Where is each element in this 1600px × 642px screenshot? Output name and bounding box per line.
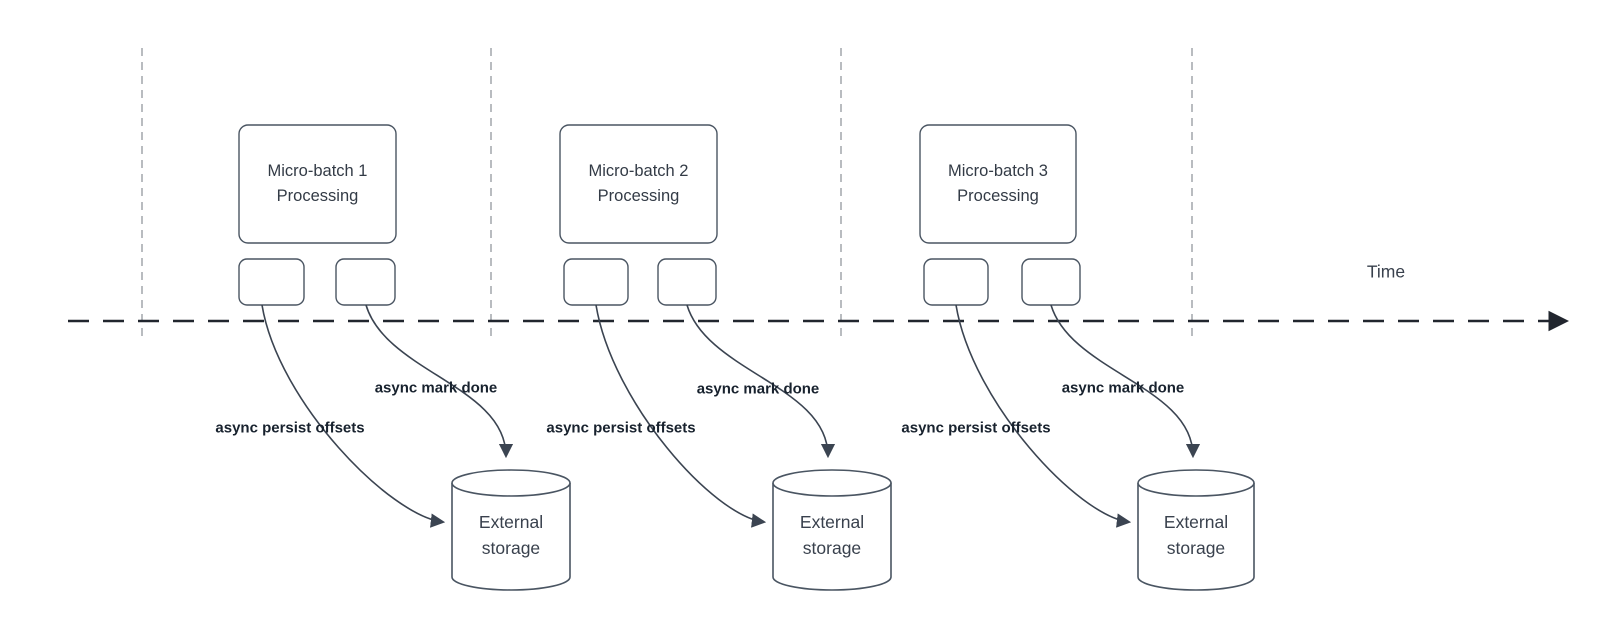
- micro-batch-2-box: [559, 124, 718, 244]
- async-mark-done-label-2: async mark done: [696, 380, 820, 398]
- micro-batch-1-box: [238, 124, 397, 244]
- async-persist-offsets-label-1: async persist offsets: [215, 419, 365, 437]
- async-persist-offsets-label-2: async persist offsets: [546, 419, 696, 437]
- persist-offsets-arrow-2: [595, 304, 767, 528]
- persist-offsets-arrow-3: [955, 304, 1132, 528]
- mark-done-arrow-3: [1050, 304, 1201, 459]
- persist-offsets-arrow-1: [261, 304, 446, 528]
- external-storage-cylinder-2-top: [772, 469, 892, 497]
- persist-offsets-task-box-3: [923, 258, 989, 306]
- external-storage-label-1: External storage: [478, 512, 544, 558]
- external-storage-cylinder-3-body: [1137, 483, 1255, 591]
- external-storage-label-3: External storage: [1163, 512, 1229, 558]
- micro-batch-3-box: [919, 124, 1077, 244]
- external-storage-cylinder-1-body: [451, 483, 571, 591]
- mark-done-task-box-2: [657, 258, 717, 306]
- external-storage-cylinder-2-body: [772, 483, 892, 591]
- mark-done-arrow-2: [686, 304, 836, 459]
- persist-offsets-task-box-1: [238, 258, 305, 306]
- micro-batch-3-label: Micro-batch 3 Processing: [948, 162, 1048, 205]
- time-label: Time: [1366, 261, 1406, 282]
- mark-done-arrow-1: [365, 304, 514, 459]
- micro-batch-1-label: Micro-batch 1 Processing: [267, 162, 368, 205]
- mark-done-task-box-1: [335, 258, 396, 306]
- async-persist-offsets-label-3: async persist offsets: [901, 419, 1051, 437]
- persist-offsets-task-box-2: [563, 258, 629, 306]
- mark-done-task-box-3: [1021, 258, 1081, 306]
- micro-batch-2-label: Micro-batch 2 Processing: [588, 162, 689, 205]
- async-mark-done-label-3: async mark done: [1061, 379, 1185, 397]
- external-storage-cylinder-3-top: [1137, 469, 1255, 497]
- external-storage-label-2: External storage: [799, 512, 865, 558]
- external-storage-cylinder-1-top: [451, 469, 571, 497]
- async-mark-done-label-1: async mark done: [374, 379, 498, 397]
